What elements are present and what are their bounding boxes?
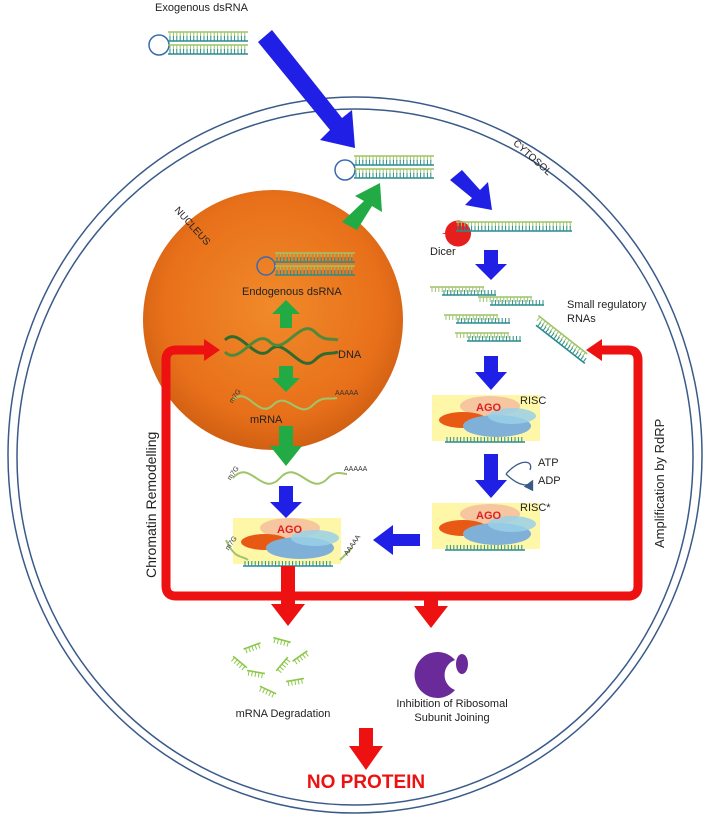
- mrna-nuclear: [232, 395, 338, 411]
- atp-adp-arrow: [505, 461, 532, 485]
- green-arrow-mrna-out: [270, 426, 302, 466]
- blue-arrow-to-risc: [475, 356, 507, 390]
- label-exogenous-dsrna: Exogenous dsRNA: [155, 2, 248, 14]
- label-mrna-degradation: mRNA Degradation: [235, 708, 331, 720]
- label-ago-risc: AGO: [476, 402, 502, 414]
- blue-arrow-to-risc-star: [475, 454, 507, 498]
- dna-helix: [223, 327, 339, 365]
- blue-arrow-to-target: [270, 486, 302, 518]
- label-small-rnas: Small regulatory RNAs: [567, 299, 647, 325]
- label-risc-star: RISC*: [520, 502, 551, 514]
- label-endogenous-dsrna: Endogenous dsRNA: [242, 286, 342, 298]
- cytosol-dsrna: [334, 155, 434, 181]
- label-no-protein: NO PROTEIN: [306, 772, 426, 793]
- blue-arrow-to-small-rnas: [475, 250, 507, 280]
- label-risc: RISC: [520, 395, 547, 407]
- target-complex: [225, 518, 353, 567]
- blue-arrow-entry: [258, 30, 355, 148]
- mrna-fragments: [231, 636, 309, 698]
- ribosome-subunits: [414, 652, 468, 698]
- label-mrna: mRNA: [250, 414, 283, 426]
- label-dicer: Dicer: [430, 246, 456, 258]
- mrna-cytosolic: [232, 471, 348, 485]
- label-amplification: Amplification by RdRP: [652, 418, 667, 548]
- exogenous-dsrna: [148, 31, 248, 56]
- dicer-dsrna: [456, 221, 572, 232]
- risc-star-complex: [432, 503, 540, 551]
- endogenous-dsrna: [256, 252, 355, 276]
- label-chromatin-remodelling: Chromatin Remodelling: [143, 431, 159, 578]
- red-feedback-loop: [161, 339, 643, 770]
- blue-arrow-to-dicer: [450, 170, 492, 210]
- risc-complex: [432, 395, 540, 443]
- nucleus: [143, 190, 403, 450]
- green-arrow-export: [342, 183, 382, 230]
- cell-membrane-outer: [7, 96, 703, 814]
- cell-membrane-inner: [16, 108, 694, 806]
- green-arrow-dna-up: [272, 300, 300, 328]
- small-regulatory-rnas: [430, 286, 588, 365]
- label-ago-target: AGO: [277, 524, 303, 536]
- blue-arrow-risc-to-target: [373, 525, 420, 555]
- green-arrow-dna-down: [272, 366, 300, 392]
- label-polya-cytosolic: AAAAA: [344, 466, 368, 473]
- label-inhibition: Inhibition of Ribosomal Subunit Joining: [396, 698, 508, 724]
- label-polya-nuclear: AAAAA: [335, 390, 359, 397]
- label-adp: ADP: [538, 475, 561, 487]
- label-ago-risc-star: AGO: [476, 510, 502, 522]
- label-dna: DNA: [338, 349, 362, 361]
- label-atp: ATP: [538, 457, 559, 469]
